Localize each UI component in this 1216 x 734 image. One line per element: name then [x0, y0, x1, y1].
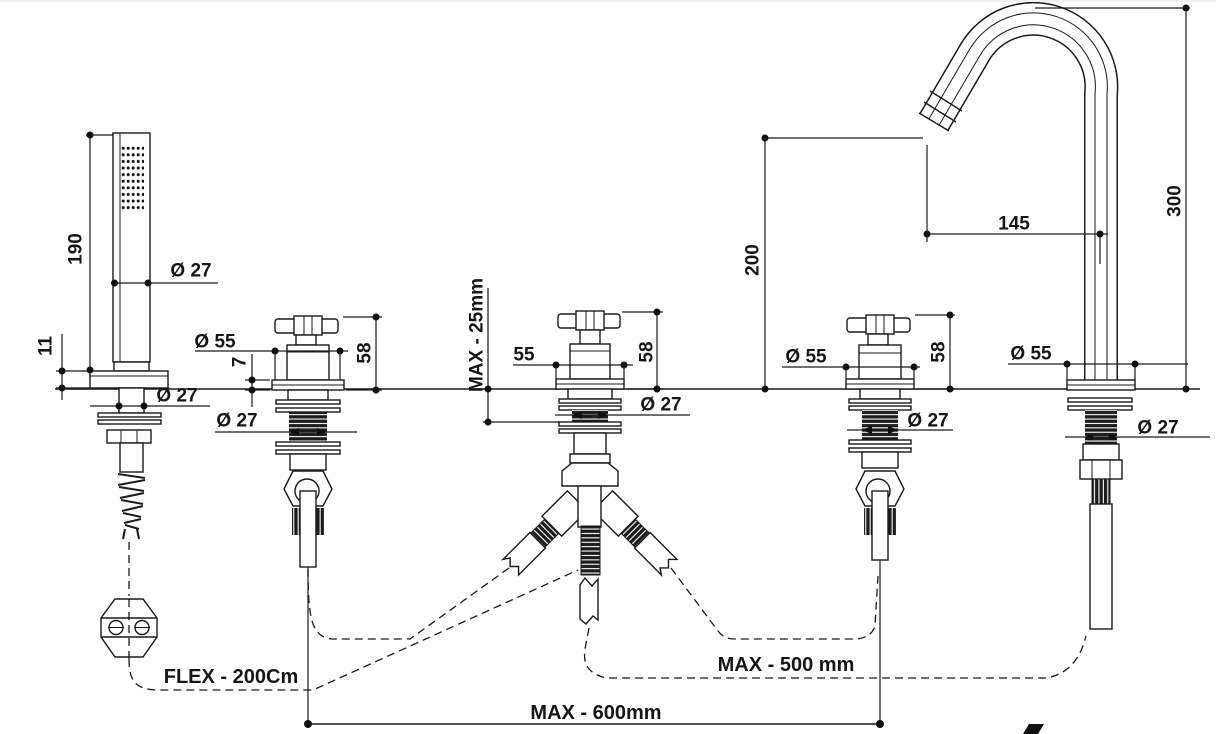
right-valve-hose-path: [670, 567, 879, 640]
spray-face: [121, 145, 144, 212]
dim-diverter-max-deck: MAX - 25mm: [467, 278, 488, 392]
hand-shower-dimensions: [56, 131, 218, 410]
spout-hose-path: [583, 627, 1087, 679]
dim-diverter-height: 58: [637, 341, 658, 362]
shower-spring: [117, 473, 146, 530]
dim-spout-shank: Ø 27: [1137, 418, 1178, 439]
hand-shower: [89, 132, 169, 540]
dim-spout-outlet-height: 200: [743, 244, 764, 276]
dim-left-valve-shank: Ø 27: [216, 411, 257, 432]
left-valve-thread: [289, 412, 327, 442]
label-max-500: MAX - 500 mm: [718, 654, 855, 676]
diverter-center-coil: [580, 525, 601, 576]
dim-left-valve-cap: Ø 55: [194, 332, 236, 353]
right-valve: [845, 314, 915, 561]
left-valve-hose-path: [307, 567, 510, 640]
label-flex-hose: FLEX - 200Cm: [164, 666, 298, 688]
span-dimension-600: [304, 560, 884, 728]
dim-hand-shower-shank: Ø 27: [156, 386, 197, 407]
dim-left-valve-flange: 7: [230, 357, 251, 368]
dim-hand-shower-diameter: Ø 27: [170, 261, 211, 282]
dim-diverter-cap: 55: [513, 345, 535, 366]
diverter-dimensions: [483, 288, 690, 426]
dim-left-valve-height: 58: [355, 342, 376, 363]
dim-hand-shower-length: 190: [66, 233, 87, 265]
dim-spout-base: Ø 55: [1010, 344, 1052, 365]
dim-spout-overall-height: 300: [1165, 185, 1186, 217]
diverter-right-outlet: [591, 489, 679, 578]
spout-aerator: [918, 90, 963, 132]
dim-right-valve-height: 58: [929, 341, 950, 362]
dim-right-valve-shank: Ø 27: [907, 411, 948, 432]
dim-right-valve-cap: Ø 55: [785, 347, 827, 368]
dim-diverter-shank: Ø 27: [640, 395, 681, 416]
dim-hand-shower-flange: 11: [36, 336, 57, 357]
spout-dimensions: [761, 4, 1210, 441]
logo-mark-partial: [1023, 724, 1044, 734]
diverter-valve: [500, 310, 679, 625]
shower-hose-weight: [100, 542, 158, 662]
flex-hose-path: [128, 569, 579, 691]
spout: [918, 2, 1136, 630]
left-valve: [271, 315, 345, 568]
dim-spout-reach: 145: [998, 214, 1030, 235]
diverter-left-outlet: [500, 489, 589, 577]
left-valve-dimensions: [195, 313, 382, 436]
right-valve-thread: [862, 410, 898, 440]
right-valve-dimensions: [782, 311, 955, 434]
diverter-center-hose: [579, 576, 599, 625]
label-max-600: MAX - 600mm: [530, 702, 661, 724]
